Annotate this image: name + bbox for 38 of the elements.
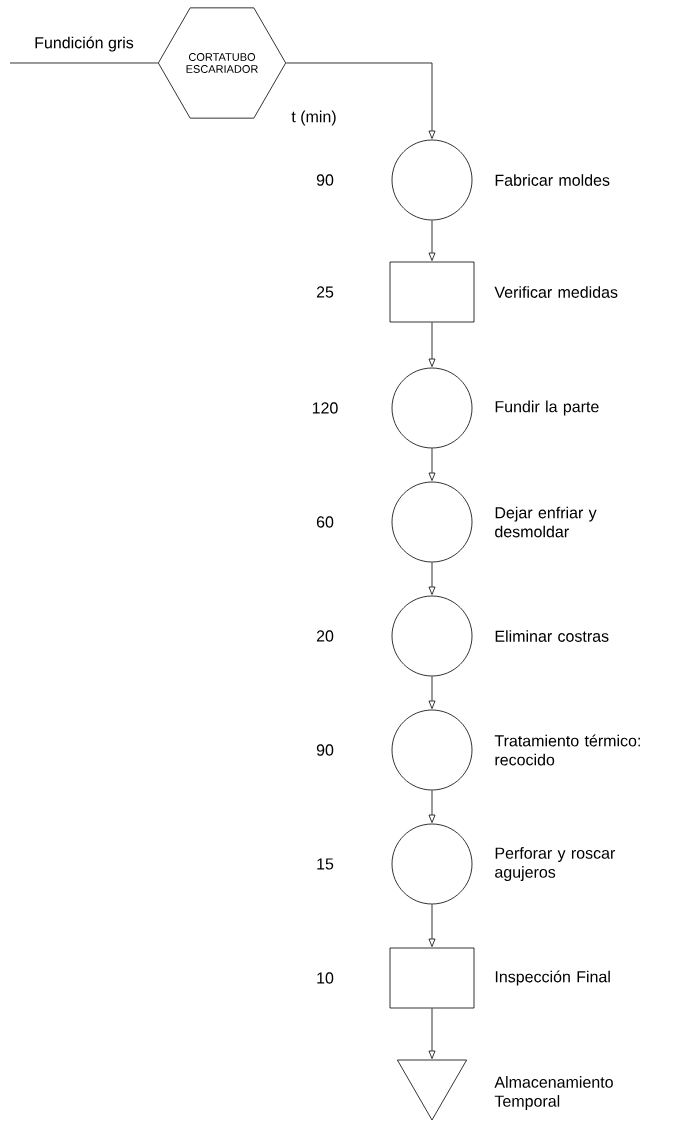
operation-circle xyxy=(391,139,473,221)
inspection-box xyxy=(389,261,475,323)
edge-label: Fundición gris xyxy=(33,35,135,53)
flow-arrow xyxy=(428,790,436,823)
operation-circle xyxy=(391,367,473,449)
storage-triangle xyxy=(396,1059,468,1121)
flow-arrow xyxy=(428,448,436,481)
step-label: Tratamiento térmico: recocido xyxy=(494,734,640,766)
time-label: 60 xyxy=(316,516,334,528)
flow-arrow xyxy=(428,322,436,367)
step-label: Fabricar moldes xyxy=(495,174,610,186)
operation-circle xyxy=(391,709,473,791)
operation-circle xyxy=(391,595,473,677)
flow-arrow xyxy=(285,62,436,139)
tool-hexagon: CORTATUBO ESCARIADOR xyxy=(157,7,287,119)
operation-circle xyxy=(391,481,473,563)
time-label: 90 xyxy=(316,744,334,756)
flow-arrow xyxy=(428,676,436,709)
time-label: 10 xyxy=(317,972,334,984)
step-label: Almacenamiento Temporal xyxy=(494,1076,613,1110)
flow-arrow xyxy=(428,220,436,261)
inspection-box xyxy=(389,947,475,1009)
time-label: 120 xyxy=(312,402,338,414)
time-label: 15 xyxy=(317,858,334,870)
time-label: 25 xyxy=(316,286,334,298)
flow-arrow xyxy=(428,562,436,595)
operation-circle xyxy=(391,823,473,905)
column-header: t (min) xyxy=(291,110,336,126)
step-label: Fundir la parte xyxy=(495,400,599,416)
step-label: Dejar enfriar y desmoldar xyxy=(495,506,597,538)
time-label: 20 xyxy=(316,630,334,642)
step-label: Perforar y roscar agujeros xyxy=(495,847,616,881)
time-label: 90 xyxy=(316,174,334,186)
step-label: Verificar medidas xyxy=(494,286,618,298)
flow-arrow xyxy=(428,1008,436,1059)
step-label: Eliminar costras xyxy=(495,630,609,642)
flow-arrow xyxy=(428,904,436,947)
step-label: Inspección Final xyxy=(495,970,610,986)
